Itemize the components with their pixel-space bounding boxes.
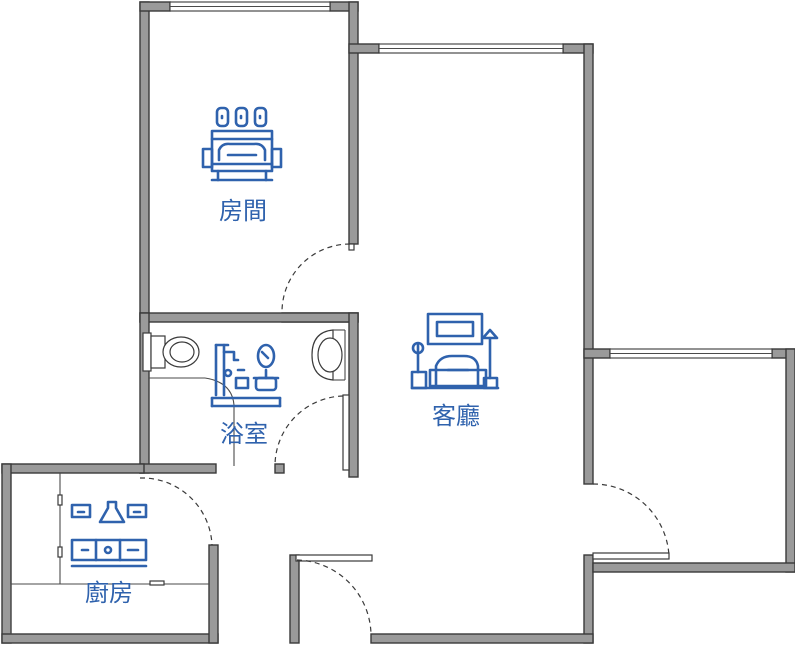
balcony-wall-right [785, 348, 795, 573]
entrance-wall-stub [289, 554, 300, 644]
kitchen-wall-left [1, 463, 12, 644]
bathroom-wall-bottom [139, 463, 217, 474]
living-wall-bottom [370, 633, 594, 644]
bedroom-label: 房間 [219, 197, 267, 225]
bedroom-door [281, 243, 355, 313]
doors [139, 243, 670, 635]
balcony-door [592, 483, 670, 560]
living-wall-right [583, 43, 594, 485]
bathroom-sink [311, 329, 346, 381]
kitchen-wall-top [1, 463, 145, 474]
balcony-wall-top-left [583, 348, 611, 359]
kitchen-wall-right [208, 544, 219, 644]
bedroom-living-partition [348, 1, 359, 245]
entrance-door [295, 554, 373, 635]
bed-icon [201, 106, 283, 182]
bedroom-wall-top-left [139, 1, 171, 12]
kitchen-label: 廚房 [85, 579, 133, 607]
bedroom-wall-left [139, 1, 150, 323]
bathroom-wall-right [348, 312, 359, 478]
shower-area [149, 377, 235, 466]
windows [169, 1, 773, 359]
bathroom-wall-top [139, 312, 359, 323]
living-wall-right-lower [583, 554, 594, 644]
living-room-icon [410, 312, 500, 390]
living-wall-top-left [348, 43, 380, 54]
window-living [378, 43, 564, 54]
bathroom-icon [210, 343, 282, 408]
window-bedroom [169, 1, 331, 12]
balcony-wall-bottom [592, 562, 795, 573]
toilet [142, 332, 200, 372]
bathroom-label: 浴室 [220, 420, 268, 448]
fixtures [10, 329, 346, 634]
window-balcony [609, 348, 773, 359]
kitchen-door [139, 477, 213, 546]
kitchen-counter [10, 473, 209, 634]
bathroom-door [274, 394, 350, 471]
kitchen-wall-bottom [1, 633, 219, 644]
living-room-label: 客廳 [432, 402, 480, 430]
bathroom-wall-bottom-stub [274, 463, 285, 474]
kitchen-icon [70, 500, 148, 568]
